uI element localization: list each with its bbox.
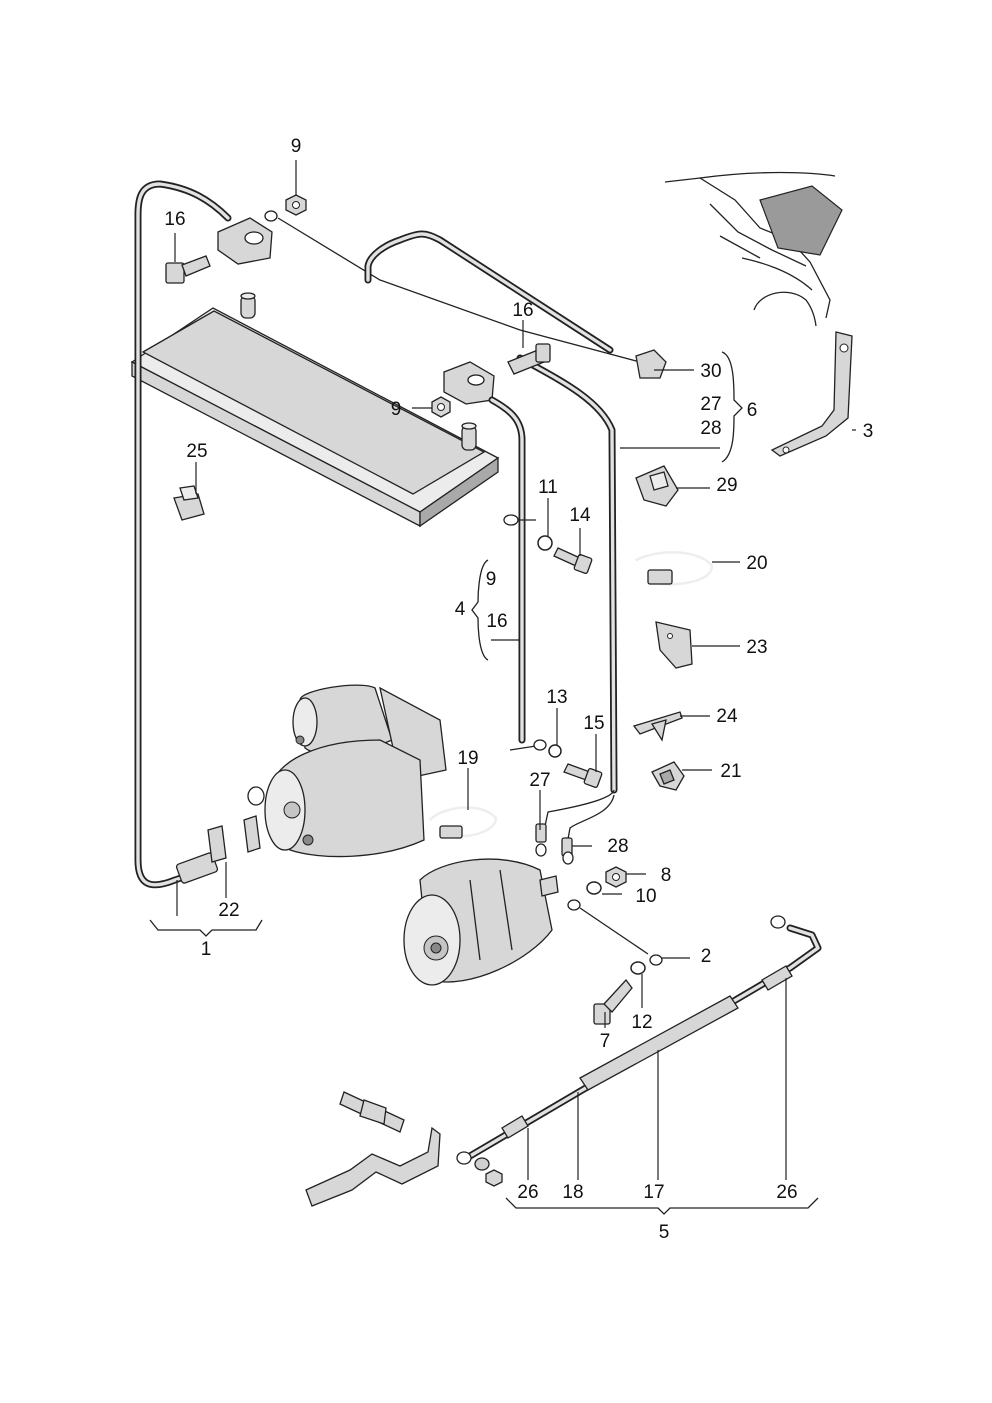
label-part-15: 15 (583, 713, 604, 734)
label-part-10: 10 (635, 886, 656, 907)
alternator (403, 858, 559, 986)
ground-strap-3 (770, 331, 853, 457)
label-part-9-mid: 9 (391, 399, 402, 420)
hose-clamp-20 (635, 551, 714, 586)
label-part-18: 18 (562, 1182, 583, 1203)
label-part-2: 2 (701, 946, 712, 967)
bolt-7 (593, 978, 633, 1025)
starter-motor (264, 684, 447, 858)
battery-terminal-clamp-top (217, 217, 273, 265)
leader-lines (174, 160, 856, 1180)
label-part-16-group: 16 (486, 611, 507, 632)
washer-11 (537, 535, 553, 551)
label-part-27-lead: 27 (529, 770, 550, 791)
label-part-1: 1 (201, 939, 212, 960)
label-part-5: 5 (659, 1222, 670, 1243)
nut-9-top (264, 194, 307, 222)
bracket-22 (207, 786, 265, 863)
label-part-20: 20 (746, 553, 767, 574)
vehicle-body-outline (664, 171, 843, 327)
label-part-26-left: 26 (517, 1182, 538, 1203)
label-part-17: 17 (643, 1182, 664, 1203)
label-part-14: 14 (569, 505, 591, 526)
washer-12 (630, 961, 646, 975)
washer-13 (548, 744, 562, 758)
battery-starter-cable (134, 180, 232, 889)
glow-plug (339, 1091, 405, 1133)
label-part-29: 29 (716, 475, 737, 496)
label-part-24: 24 (716, 706, 738, 727)
label-part-9-group: 9 (486, 569, 497, 590)
label-part-8: 8 (661, 865, 672, 886)
label-part-27-group: 27 (700, 394, 721, 415)
label-part-28-group: 28 (700, 418, 721, 439)
label-part-28-lead: 28 (607, 836, 628, 857)
nut-9-middle (431, 396, 451, 418)
label-part-30: 30 (700, 361, 721, 382)
label-part-26-right: 26 (776, 1182, 797, 1203)
clip-24 (632, 711, 683, 742)
label-part-19: 19 (457, 748, 478, 769)
label-part-6: 6 (747, 400, 758, 421)
label-part-7: 7 (600, 1031, 611, 1052)
bolt-16-left (165, 255, 211, 284)
label-part-13: 13 (546, 687, 567, 708)
label-part-16-center: 16 (512, 300, 533, 321)
label-part-23: 23 (746, 637, 767, 658)
brace-group-1 (149, 919, 263, 937)
glow-plug-harness (456, 915, 822, 1165)
part-number-labels: 9 16 16 9 25 11 14 9 4 16 13 15 19 27 28… (164, 136, 873, 1243)
bolt-14 (553, 547, 593, 574)
brace-group-5 (505, 1197, 819, 1215)
label-part-4: 4 (455, 599, 466, 620)
battery-negative-cable (443, 361, 547, 751)
nut-8 (605, 866, 627, 888)
label-part-22: 22 (218, 900, 239, 921)
label-part-16-left: 16 (164, 209, 185, 230)
ground-lead-to-body (277, 217, 667, 379)
bracket-23 (655, 621, 693, 669)
bolt-16-center (507, 343, 551, 375)
clip-25 (173, 485, 205, 521)
brace-group-4 (471, 559, 489, 661)
label-part-3: 3 (863, 421, 874, 442)
clip-21 (651, 761, 685, 791)
label-part-25: 25 (186, 441, 207, 462)
clip-29 (635, 465, 679, 507)
label-part-9-top: 9 (291, 136, 302, 157)
alternator-cable-2 (567, 899, 663, 966)
brace-group-6 (721, 351, 743, 463)
label-part-11: 11 (538, 477, 558, 498)
label-part-12: 12 (631, 1012, 652, 1033)
glow-plug-bracket (305, 1126, 503, 1207)
washer-10 (586, 881, 602, 895)
label-part-21: 21 (720, 761, 741, 782)
battery (130, 292, 500, 528)
hose-clamp-19 (429, 806, 498, 839)
